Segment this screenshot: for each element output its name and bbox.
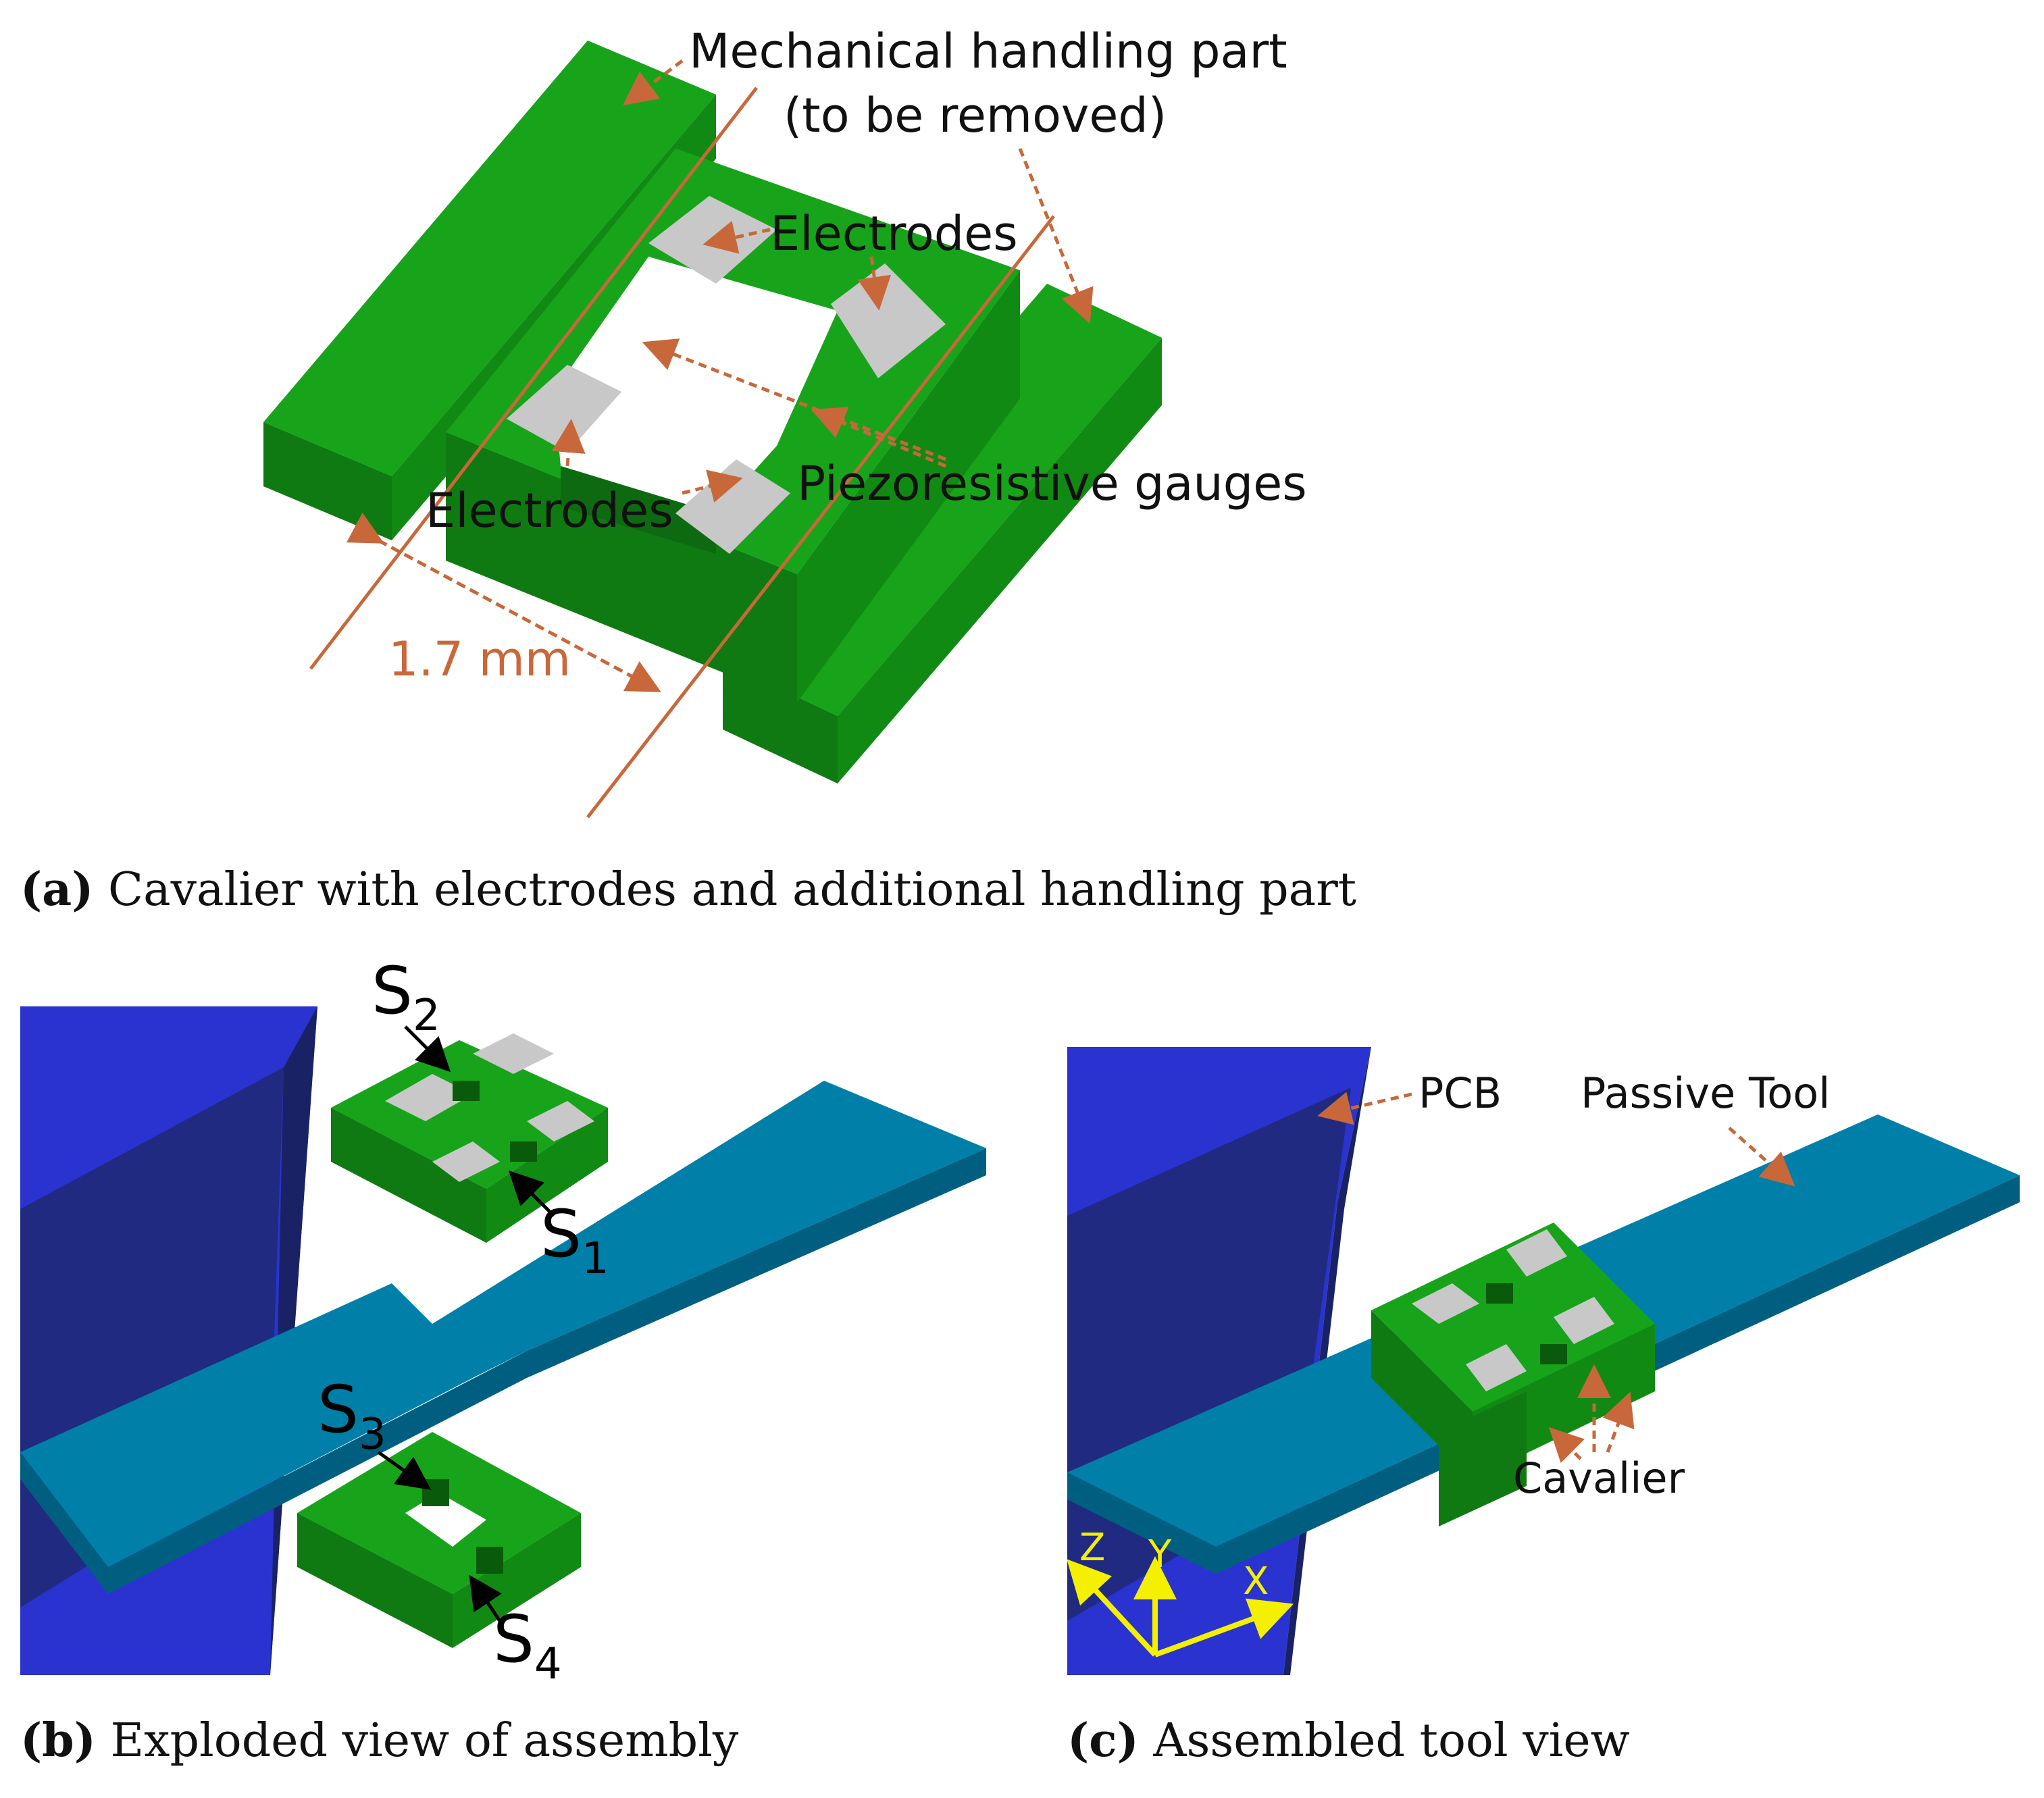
caption-c-text: Assembled tool view: [1139, 1714, 1630, 1768]
caption-c: (c) Assembled tool view: [1067, 1714, 1630, 1768]
label-s2: S2: [372, 953, 440, 1041]
axis-x-label: X: [1243, 1560, 1269, 1603]
s-arrows: [377, 1025, 555, 1622]
electrode-bottom-right: [675, 459, 790, 554]
panel-b: S2 S1 S3 S4: [20, 953, 986, 1689]
cavalier-c: [1371, 1223, 1655, 1526]
electrode-bottom-left: [507, 365, 621, 453]
label-pcb: PCB: [1419, 1069, 1502, 1118]
label-s1: S1: [540, 1196, 609, 1284]
caption-b: (b) Exploded view of assembly: [20, 1714, 739, 1768]
annotation-arrows-c: [1317, 1091, 1795, 1463]
label-piezoresistive-gauges: Piezoresistive gauges: [797, 456, 1307, 511]
label-handling-line2: (to be removed): [784, 88, 1167, 143]
label-cavalier: Cavalier: [1513, 1454, 1685, 1503]
caption-c-tag: (c): [1067, 1714, 1139, 1768]
axis-z-label: Z: [1079, 1526, 1105, 1570]
cavalier-lower-b: [297, 1432, 581, 1648]
passive-tool-b: [20, 1081, 986, 1594]
caption-b-tag: (b): [20, 1714, 96, 1768]
cavalier-upper-b: [331, 1033, 608, 1243]
caption-b-text: Exploded view of assembly: [96, 1714, 739, 1768]
label-handling-line1: Mechanical handling part: [689, 24, 1287, 79]
panel-c: Z Y X PCB Passive Tool Cavalier: [1067, 1047, 2020, 1675]
label-electrodes-bottom: Electrodes: [426, 483, 673, 538]
axis-y-label: Y: [1148, 1533, 1172, 1576]
label-s3: S3: [317, 1372, 386, 1460]
label-dimension: 1.7 mm: [388, 632, 571, 687]
annotation-arrows: [551, 59, 1094, 503]
caption-a: (a) Cavalier with electrodes and additio…: [20, 863, 1356, 917]
dimension-lines: [309, 86, 1055, 819]
label-electrodes-top: Electrodes: [770, 206, 1018, 261]
cavalier-frame: [446, 149, 1020, 702]
caption-a-text: Cavalier with electrodes and additional …: [93, 863, 1356, 917]
label-s4: S4: [493, 1601, 562, 1689]
coordinate-axes: [1067, 1556, 1294, 1658]
panel-a: Mechanical handling part (to be removed)…: [263, 24, 1307, 819]
label-passive-tool: Passive Tool: [1581, 1069, 1830, 1118]
caption-a-tag: (a): [20, 863, 93, 917]
